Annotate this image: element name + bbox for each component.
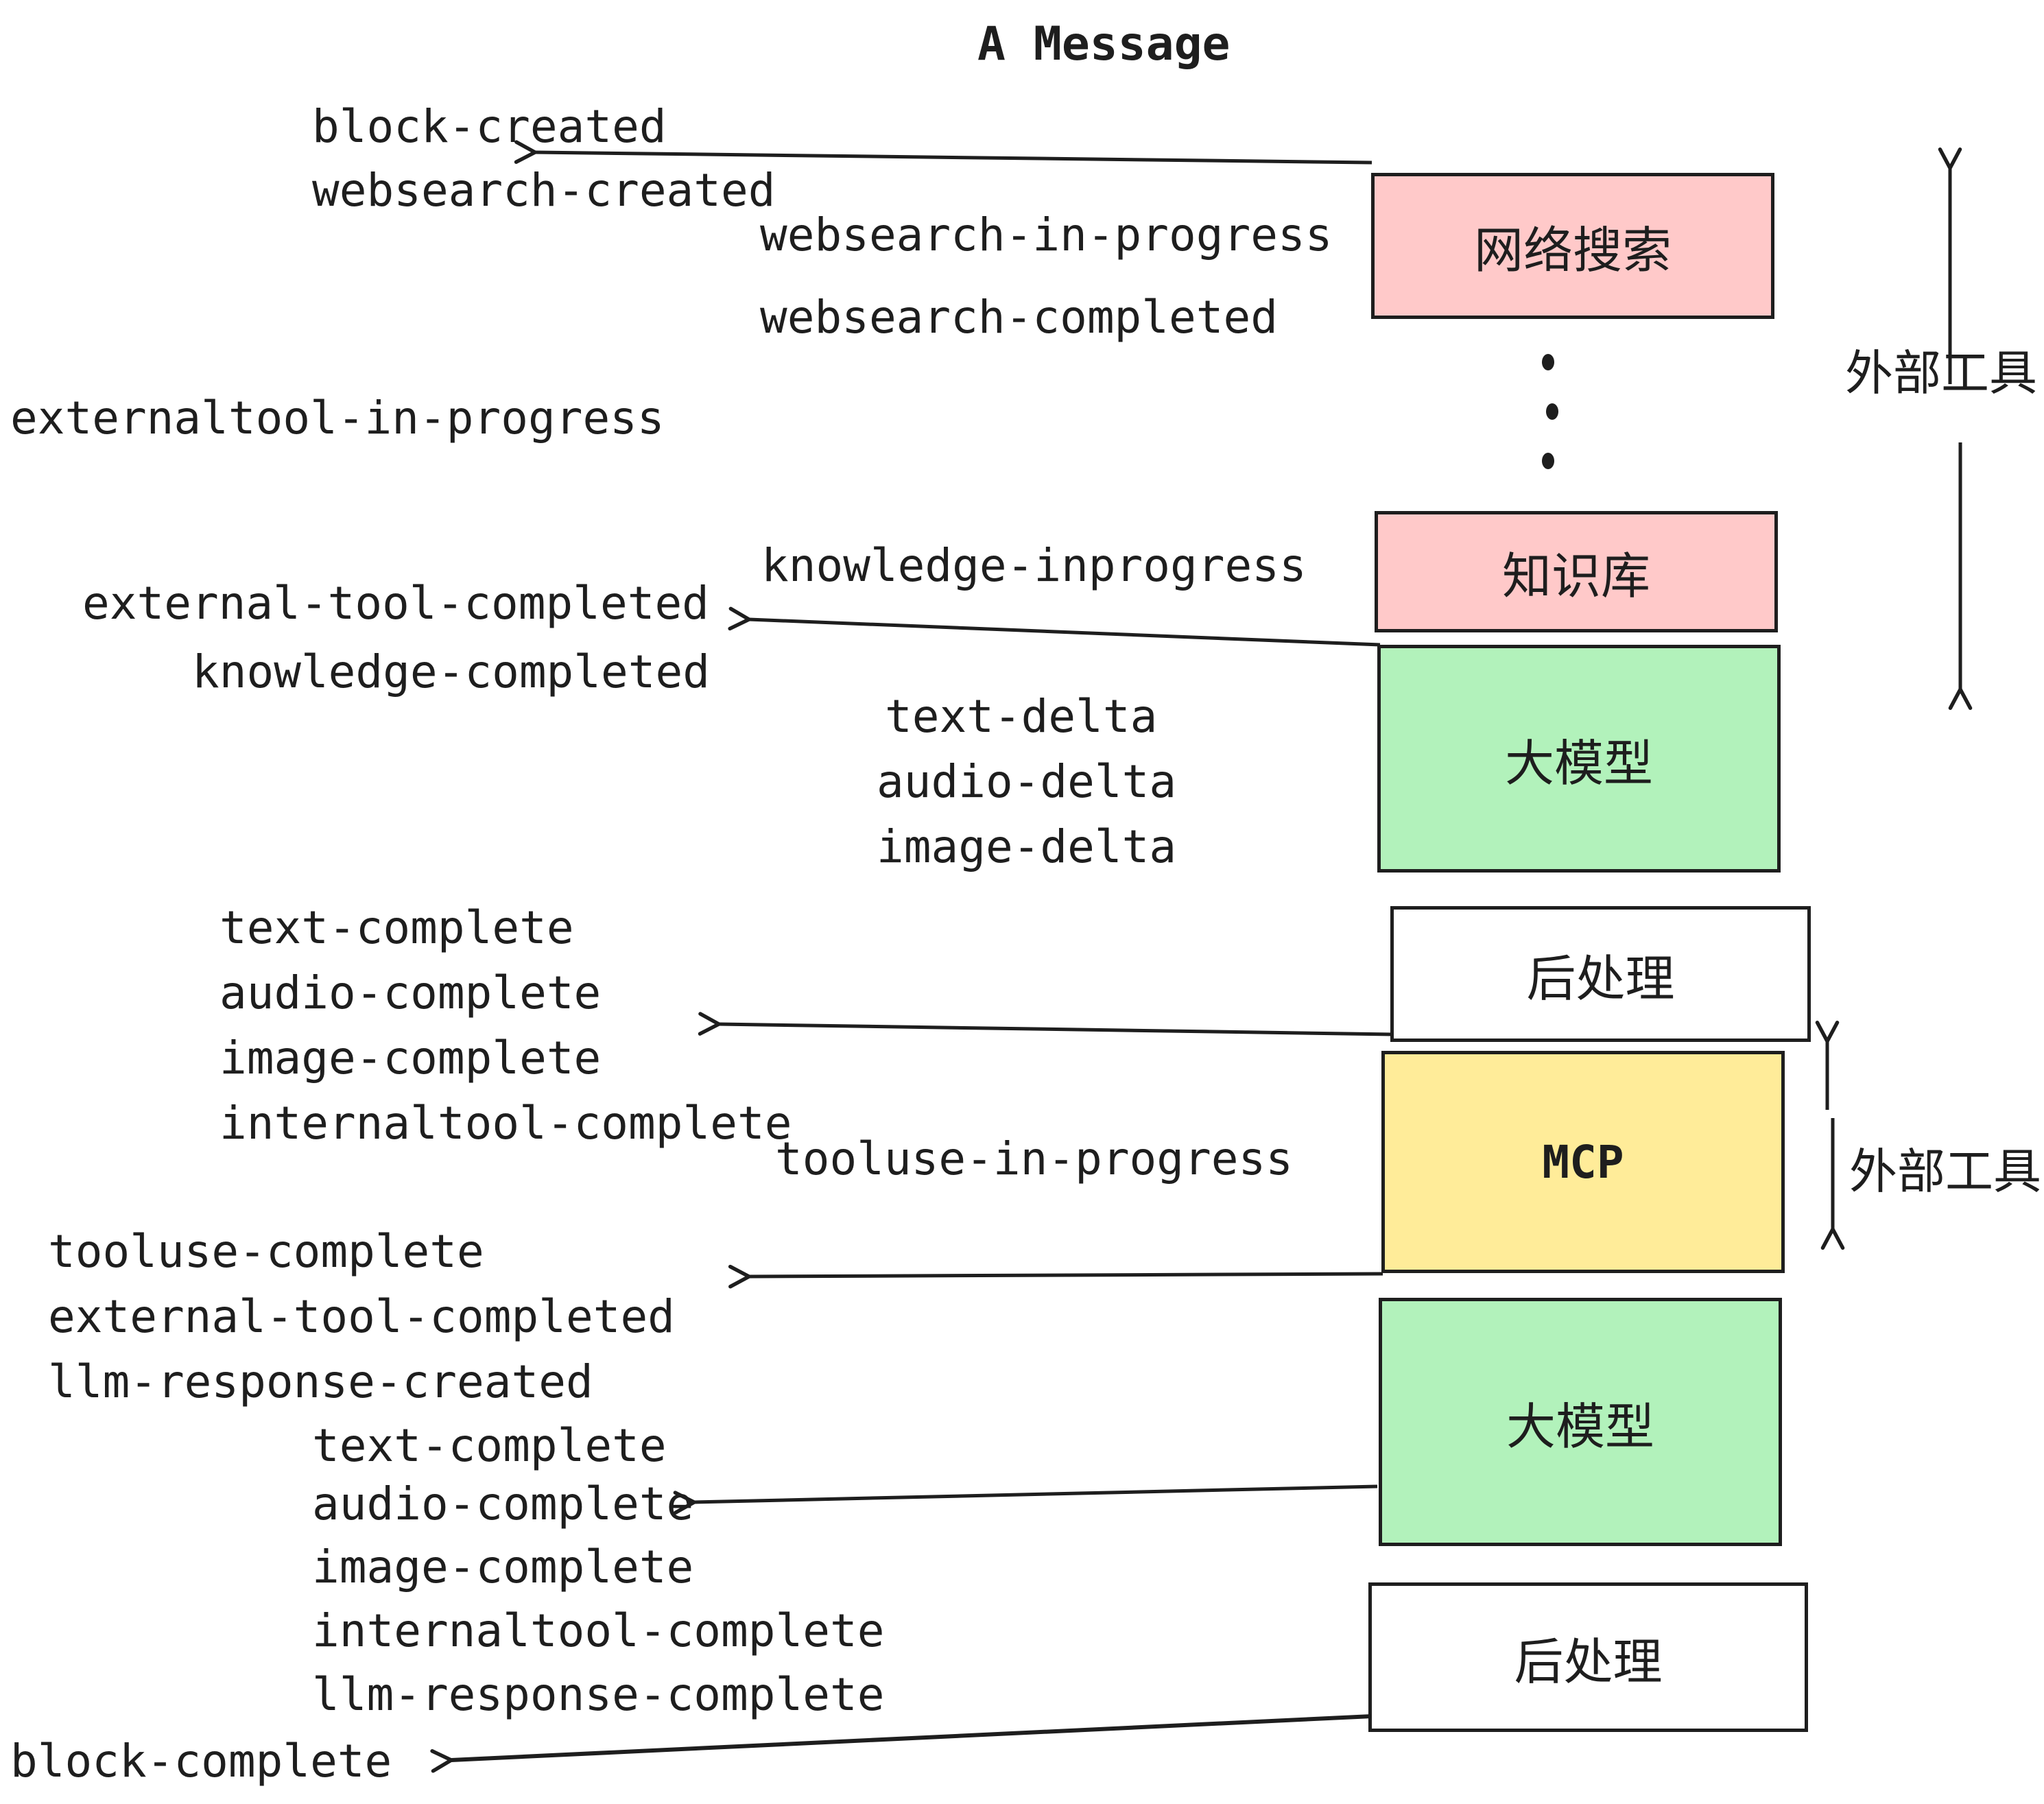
arrow-image-complete: [698, 1012, 1393, 1036]
event-text-delta-1: text-delta: [885, 690, 1158, 743]
box-websearch: 网络搜索: [1371, 173, 1774, 319]
event-block-complete: block-complete: [10, 1735, 392, 1788]
arrow-tooluse-complete: [728, 1264, 1383, 1289]
arrow-websearch-created: [514, 140, 1372, 165]
arrow-knowledge-completed: [728, 606, 1381, 647]
ellipsis-dot: [1546, 403, 1558, 420]
ellipsis-dot: [1542, 354, 1554, 370]
event-text-complete-2: text-complete: [312, 1419, 667, 1472]
box-postprocess-2: 后处理: [1368, 1582, 1808, 1732]
event-internaltool-complete-2: internaltool-complete: [312, 1604, 885, 1657]
event-text-complete-1: text-complete: [219, 901, 574, 954]
event-websearch-in-progress: websearch-in-progress: [760, 209, 1333, 261]
diagram-title: A Message: [977, 17, 1231, 71]
box-knowledge: 知识库: [1375, 511, 1778, 632]
box-llm-1: 大模型: [1377, 645, 1781, 873]
event-audio-delta-1: audio-delta: [877, 755, 1177, 808]
event-image-delta-1: image-delta: [877, 820, 1177, 873]
event-external-tool-completed-2: external-tool-completed: [48, 1290, 675, 1343]
event-websearch-completed: websearch-completed: [760, 291, 1278, 344]
event-external-tool-completed-1: external-tool-completed: [82, 577, 709, 630]
event-audio-complete-1: audio-complete: [219, 966, 602, 1019]
event-externaltool-in-progress: externaltool-in-progress: [10, 392, 665, 444]
event-llm-response-complete: llm-response-complete: [312, 1668, 885, 1721]
ellipsis-dot: [1542, 453, 1554, 469]
event-image-complete-2: image-complete: [312, 1541, 694, 1593]
arrow-block-complete: [430, 1714, 1372, 1773]
event-llm-response-created: llm-response-created: [48, 1355, 593, 1408]
event-knowledge-inprogress: knowledge-inprogress: [761, 539, 1307, 592]
arrow-audio-complete: [673, 1484, 1378, 1515]
external-tools-label-1: 外部工具: [1845, 345, 2037, 401]
event-knowledge-completed: knowledge-completed: [192, 645, 710, 698]
box-llm-2: 大模型: [1379, 1298, 1782, 1546]
event-image-complete-1: image-complete: [219, 1032, 602, 1084]
event-websearch-created: websearch-created: [312, 164, 776, 217]
event-tooluse-in-progress: tooluse-in-progress: [775, 1132, 1293, 1185]
event-block-created: block-created: [312, 100, 667, 153]
event-tooluse-complete: tooluse-complete: [48, 1225, 484, 1278]
event-internaltool-complete-1: internaltool-complete: [219, 1097, 792, 1150]
box-postprocess-1: 后处理: [1390, 906, 1811, 1042]
external-tools-label-2: 外部工具: [1849, 1143, 2041, 1200]
box-mcp: MCP: [1381, 1051, 1785, 1273]
event-audio-complete-2: audio-complete: [312, 1477, 694, 1530]
